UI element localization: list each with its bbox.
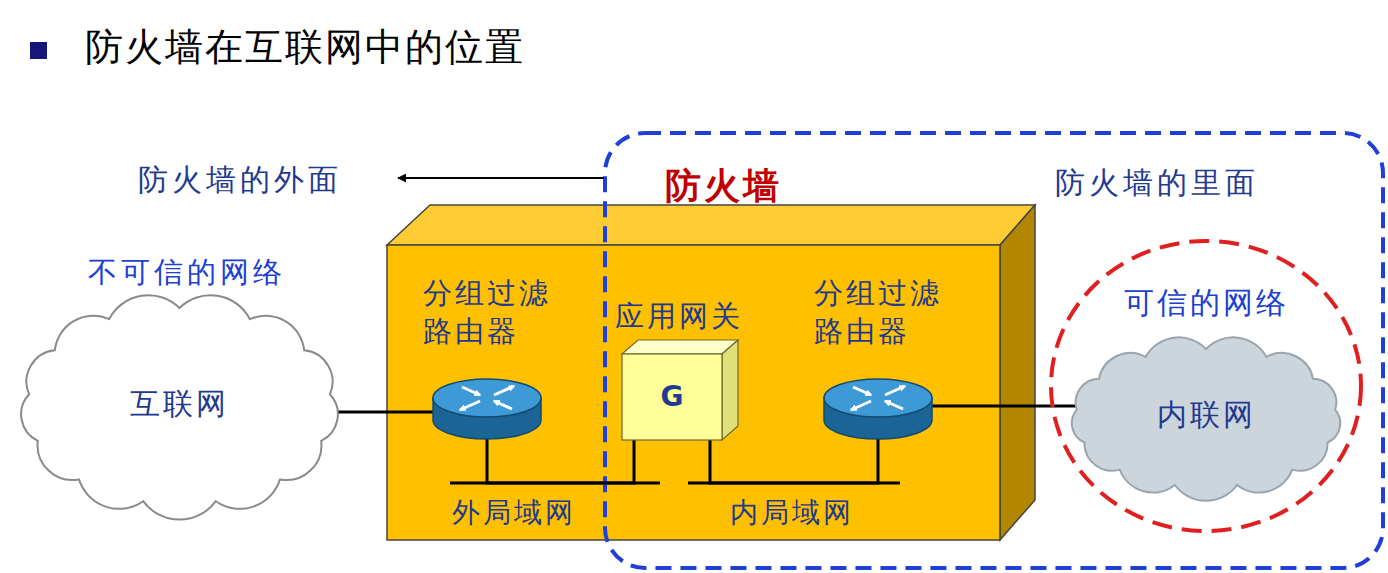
application-gateway: 应用网关 G <box>612 298 747 440</box>
router-arrow <box>851 401 871 410</box>
router-icon <box>823 378 933 440</box>
router-top <box>824 379 932 417</box>
router-icon <box>432 378 542 440</box>
router-arrow <box>494 386 514 395</box>
packet-filter-router: 分组过滤 路由器 <box>417 275 557 440</box>
inside-region-outline <box>605 133 1383 568</box>
untrusted-label: 不可信的网络 <box>88 253 286 293</box>
packet-filter-router: 分组过滤 路由器 <box>808 275 948 440</box>
router-top <box>433 379 541 417</box>
node-text: 应用网关 <box>615 298 743 336</box>
outside-arrow <box>398 177 604 179</box>
firewall-box: 分组过滤 路由器应用网关G分组过滤 路由器防火墙 <box>387 245 1000 540</box>
trusted-outline <box>1048 238 1364 534</box>
cube-top <box>622 340 738 354</box>
firewall-top-face <box>387 205 1035 245</box>
connector-line <box>928 404 1080 407</box>
router-arrow <box>853 387 871 395</box>
node-text: 分组过滤 路由器 <box>423 275 557 350</box>
node-text: 内联网 <box>1060 395 1352 434</box>
node-text: 分组过滤 路由器 <box>814 275 948 350</box>
cube-side <box>722 340 738 440</box>
lan-label: 外局域网 <box>452 494 576 532</box>
node-text: 互联网 <box>12 384 347 423</box>
connector-line <box>710 438 878 483</box>
node-text: 可信的网络 <box>1048 283 1364 322</box>
connector-line <box>327 411 437 414</box>
cube-front <box>622 354 722 440</box>
router-arrow <box>494 401 512 409</box>
router-arrow <box>460 401 480 410</box>
connector-line <box>487 438 634 483</box>
node-text: 防火墙 <box>665 163 782 210</box>
outside-label: 防火墙的外面 <box>138 160 342 201</box>
trusted-ellipse <box>1051 241 1361 531</box>
firewall-front-face <box>387 245 1000 540</box>
router-arrow <box>885 386 905 395</box>
firewall-side-face <box>1000 205 1035 540</box>
internet-cloud: 互联网 <box>12 292 347 520</box>
node-subtext: G <box>622 354 722 440</box>
intranet-cloud: 内联网 <box>1060 333 1352 503</box>
router-arrow <box>885 401 903 409</box>
lan-label: 内局域网 <box>730 494 854 532</box>
router-arrow <box>462 387 480 395</box>
title-bullet <box>30 42 47 59</box>
inside-label: 防火墙的里面 <box>1055 163 1259 204</box>
page-title: 防火墙在互联网中的位置 <box>85 22 525 73</box>
trusted-region: 内联网可信的网络 <box>1048 238 1364 534</box>
